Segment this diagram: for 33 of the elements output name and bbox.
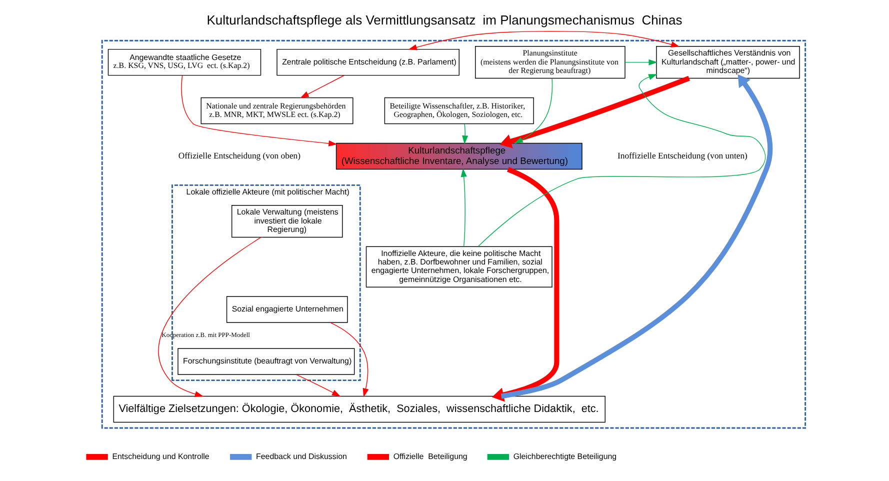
node-box: Kulturlandschaftspflege (Wissenschaftliche Inventare, Analyse und Bewertung): [336, 142, 582, 170]
arrow: [330, 322, 369, 398]
arrow: [514, 78, 553, 144]
node-box: Nationale und zentrale Regierungsbehörden z.B. MNR, MKT, MWSLE ect. (s.Kap.2): [200, 97, 354, 124]
arrow: [500, 74, 773, 399]
legend-label: Entscheidung und Kontrolle: [112, 452, 210, 461]
node-box: Sozial engagierte Unternehmen: [226, 296, 348, 323]
arrow: [462, 124, 468, 144]
arrow: [478, 74, 766, 247]
arrow: [624, 59, 658, 66]
arrow: [492, 167, 560, 402]
label: Offizielle Entscheidung (von oben): [178, 150, 301, 161]
arrow: [408, 30, 680, 50]
node-box: Planungsinstitute (meistens werden die Planungsinstitute von der Regierung beauftragt): [475, 46, 626, 79]
label: Inoffizielle Entscheidung (von unten): [618, 150, 748, 161]
arrow: [300, 75, 344, 98]
arrow: [158, 236, 262, 397]
node-box: Zentrale politische Entscheidung (z.B. Parlament): [276, 48, 460, 76]
node-box: Lokale Verwaltung (meistens investiert die lokale Regierung): [231, 205, 343, 238]
arrow: [500, 76, 690, 148]
node-box: Forschungsinstitute (beauftragt von Verwaltung): [178, 348, 355, 375]
node-box: Vielfältige Zielsetzungen: Ökologie, Ökonomie, Ästhetik, Soziales, wissenschaftliche Didaktik, etc.: [113, 396, 606, 423]
arrow: [181, 75, 338, 146]
diagram-title: Kulturlandschaftspflege als Vermittlungsansatz im Planungsmechanismus Chinas: [206, 12, 682, 28]
legend-label: Gleichberechtigte Beteiligung: [513, 452, 617, 461]
arrow: [460, 168, 467, 247]
legend-label: Offizielle Beteiligung: [393, 452, 468, 461]
node-box: Inoffizielle Akteure, die keine politische Macht haben, z.B. Dorfbewohner und Familien, sozial engagierte Unternehmen, lokale Forschergruppen, gemeinnützige Organisationen etc.: [366, 246, 552, 288]
node-box: Gesellschaftliches Verständnis von Kulturlandschaft („matter-, power- und mindscape“): [656, 46, 800, 79]
node-box: Beteiligte Wissenschaftler, z.B. Historiker, Geographen, Ökologen, Soziologen, etc.: [384, 97, 534, 124]
arrow: [296, 374, 341, 397]
legend-label: Feedback und Diskussion: [256, 452, 347, 461]
node-box: Angewandte staatliche Gesetze z.B. KSG, VNS, USG, LVG ect. (s.Kap.2): [108, 48, 262, 76]
